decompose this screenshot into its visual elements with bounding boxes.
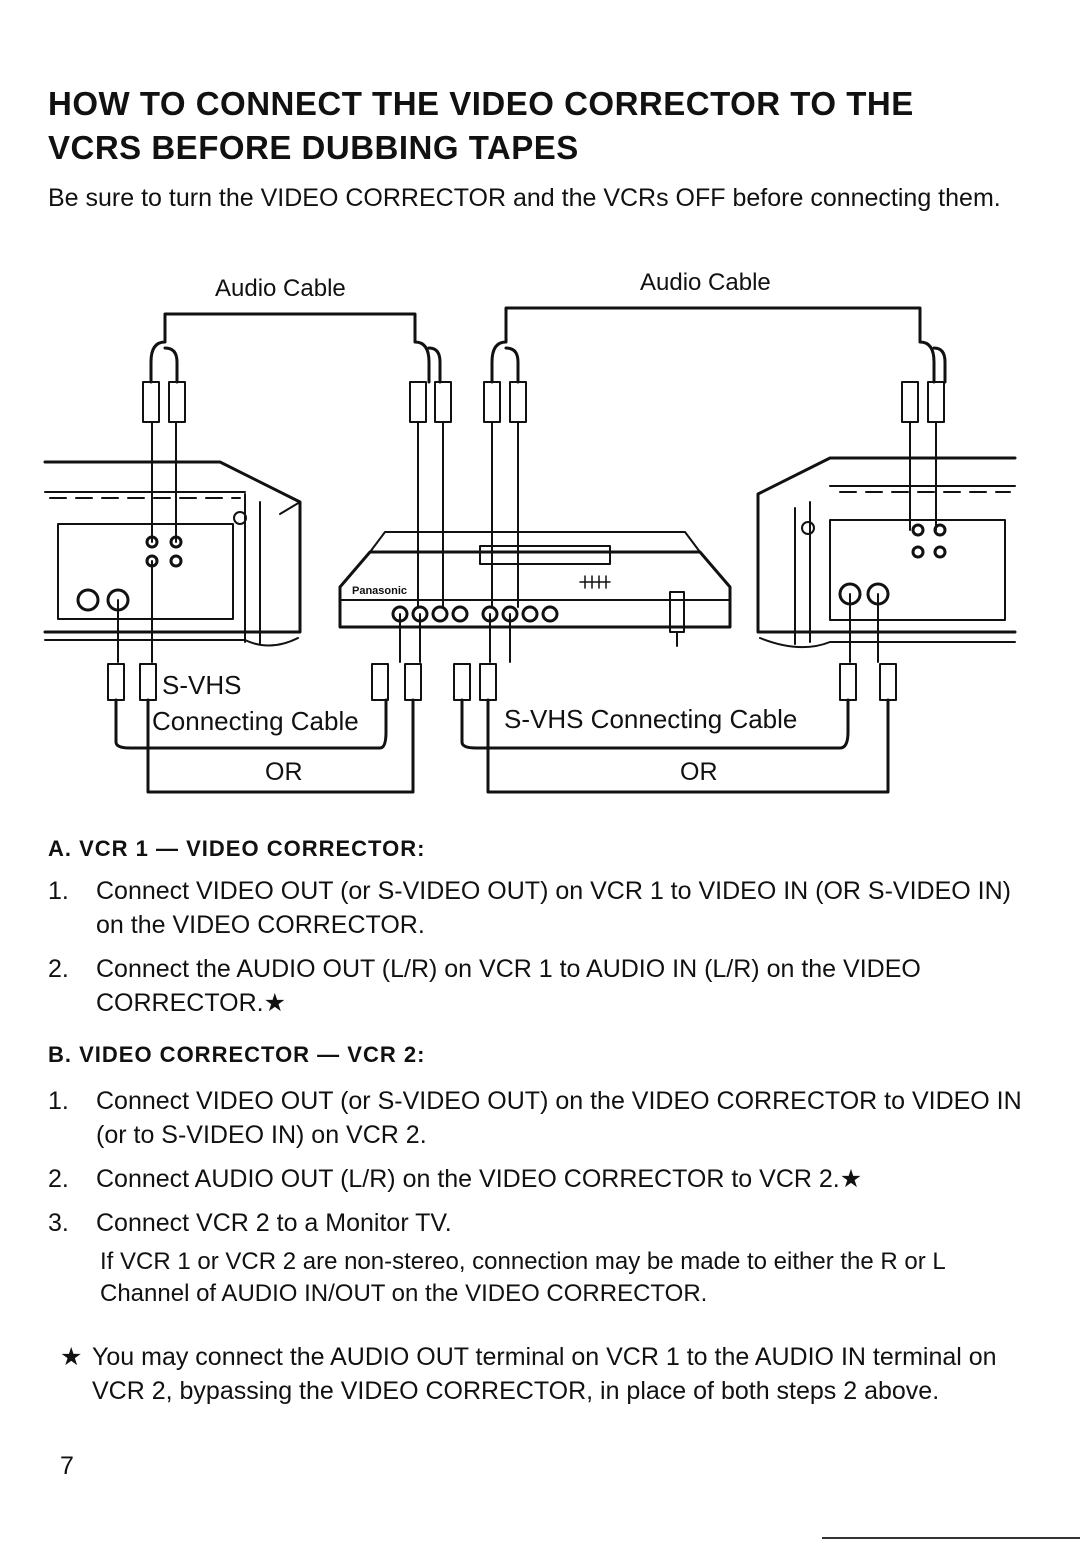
footnote: ★ You may connect the AUDIO OUT terminal… [60,1340,1020,1408]
step-number: 3. [48,1209,69,1237]
audio-cable-right-label: Audio Cable [640,269,771,296]
section-b-steps: 1. Connect VIDEO OUT (or S-VIDEO OUT) on… [48,1084,1038,1240]
audio-cable-left-lines [142,312,452,608]
svhs-right-label: S-VHS Connecting Cable [504,704,797,734]
list-item: 2. Connect the AUDIO OUT (L/R) on VCR 1 … [48,952,1038,1020]
list-item: 1. Connect VIDEO OUT (or S-VIDEO OUT) on… [48,1084,1038,1152]
list-item: 2. Connect AUDIO OUT (L/R) on the VIDEO … [48,1162,1038,1196]
step-text: Connect the AUDIO OUT (L/R) on VCR 1 to … [96,955,921,1017]
step-number: 1. [48,877,69,905]
title-line-1: HOW TO CONNECT THE VIDEO CORRECTOR TO TH… [48,85,914,122]
or-left-label: OR [265,758,303,786]
audio-cable-left-label: Audio Cable [215,275,346,302]
brand-label: Panasonic [352,585,407,597]
svhs-left-label-line2: Connecting Cable [152,706,359,736]
section-a-heading: A. VCR 1 — VIDEO CORRECTOR: [48,836,426,861]
video-cable-right-lines [453,593,897,794]
section-b-heading: B. VIDEO CORRECTOR — VCR 2: [48,1042,426,1067]
section-a-steps: 1. Connect VIDEO OUT (or S-VIDEO OUT) on… [48,874,1038,1020]
step-number: 2. [48,955,69,983]
step-number: 2. [48,1165,69,1193]
footnote-text: You may connect the AUDIO OUT terminal o… [92,1343,997,1405]
step-text: Connect VCR 2 to a Monitor TV. [96,1209,452,1237]
or-right-label: OR [680,758,718,786]
step-text: Connect AUDIO OUT (L/R) on the VIDEO COR… [96,1165,863,1193]
page-number: 7 [60,1452,74,1480]
step-number: 1. [48,1087,69,1115]
bottom-rule [822,1537,1080,1539]
step-text: Connect VIDEO OUT (or S-VIDEO OUT) on VC… [96,877,1012,939]
title-line-2: VCRS BEFORE DUBBING TAPES [48,129,579,166]
page-title: HOW TO CONNECT THE VIDEO CORRECTOR TO TH… [48,82,1038,170]
connection-diagram: Audio Cable Audio Cable Panasonic S-VHS … [43,269,1017,794]
non-stereo-note: If VCR 1 or VCR 2 are non-stereo, connec… [100,1248,945,1307]
svhs-left-label-line1: S-VHS [162,670,241,700]
footnote-star: ★ [60,1343,83,1371]
audio-cable-right-lines [483,306,947,608]
video-cable-left-lines [107,560,422,794]
step-text: Connect VIDEO OUT (or S-VIDEO OUT) on th… [96,1087,1022,1149]
intro-paragraph: Be sure to turn the VIDEO CORRECTOR and … [48,184,1001,212]
list-item: 3. Connect VCR 2 to a Monitor TV. [48,1206,1038,1240]
vcr2-illustration [756,456,1017,649]
vcr1-illustration [43,460,302,647]
list-item: 1. Connect VIDEO OUT (or S-VIDEO OUT) on… [48,874,1038,942]
